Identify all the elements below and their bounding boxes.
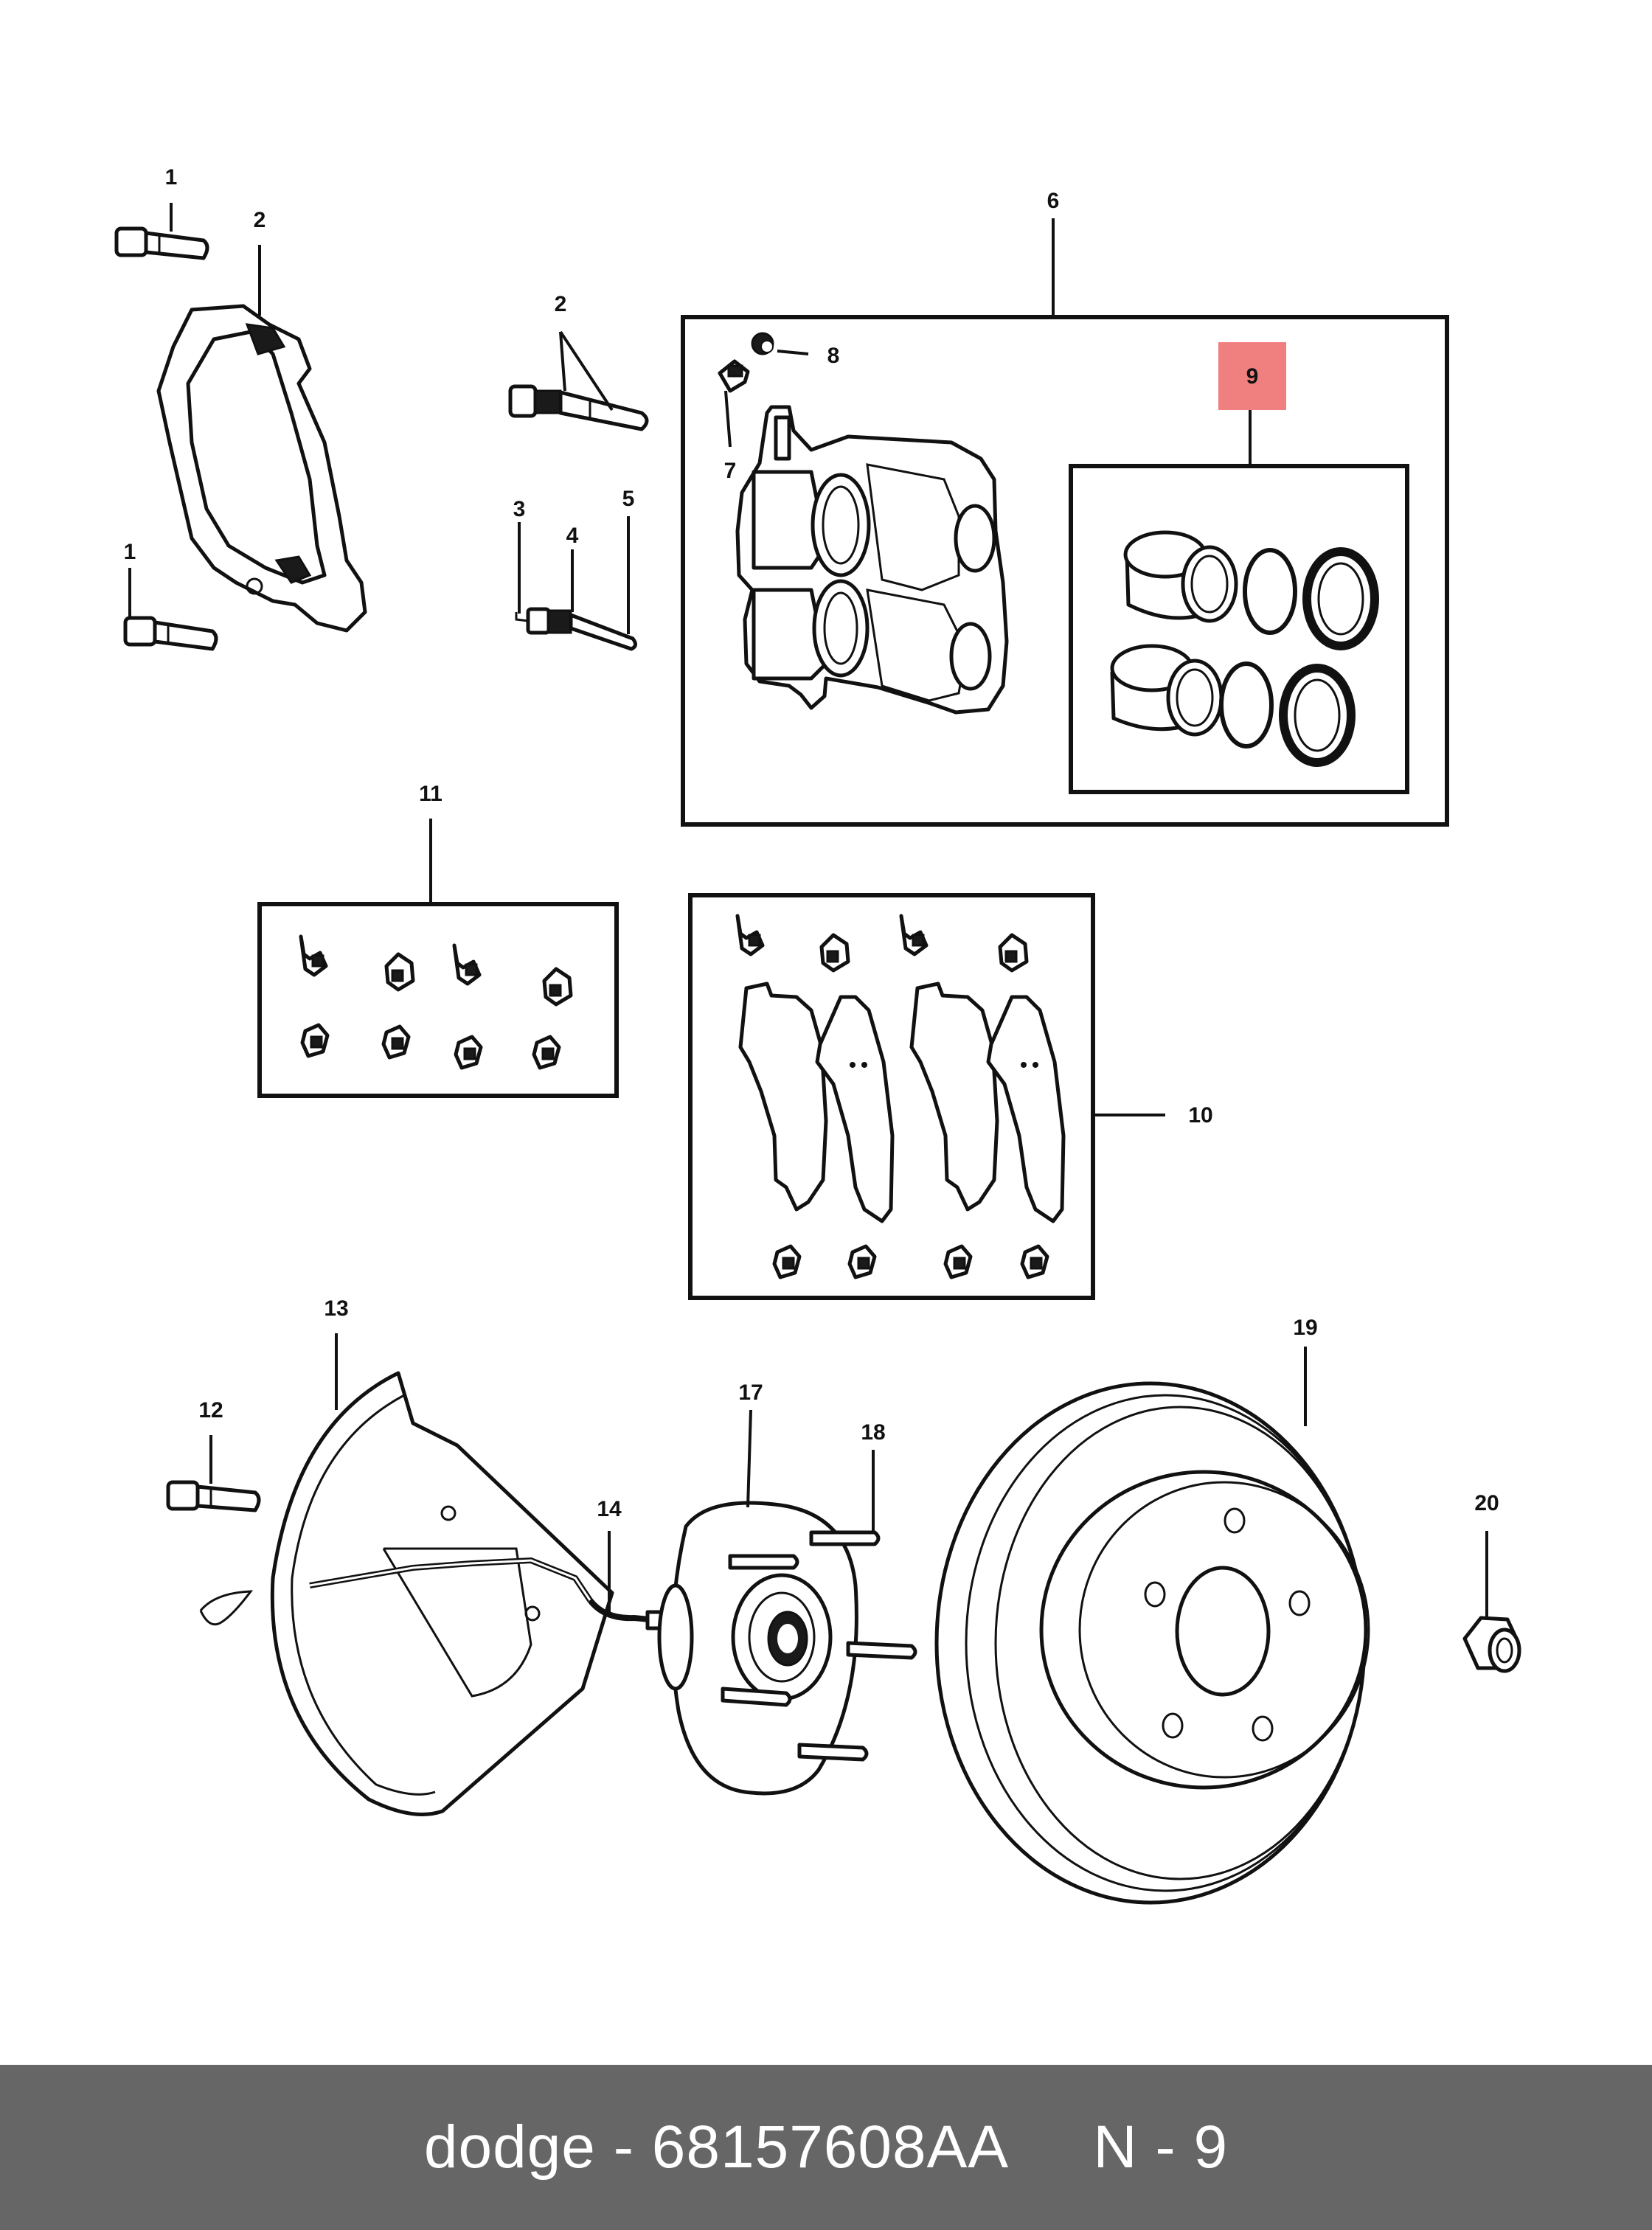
callout-11: 11	[419, 782, 442, 806]
callout-14: 14	[597, 1497, 622, 1521]
caliper-assembly-box	[681, 315, 1449, 827]
caliper-body[interactable]	[735, 405, 1009, 715]
bleeder-screw[interactable]	[718, 359, 750, 393]
leader-7	[724, 390, 732, 448]
callout-8: 8	[827, 344, 840, 368]
callout-18: 18	[861, 1420, 885, 1445]
brake-pad-set[interactable]	[735, 914, 1066, 1279]
leader-2b-a	[559, 331, 566, 392]
brake-rotor[interactable]	[934, 1381, 1370, 1905]
seal-kit-parts[interactable]	[1110, 530, 1379, 767]
callout-17: 17	[738, 1380, 763, 1405]
callout-1-upper: 1	[165, 165, 178, 190]
guide-pin-set[interactable]	[508, 384, 649, 431]
parts-3-4-5[interactable]	[515, 607, 637, 651]
callout-3: 3	[513, 497, 526, 521]
leader-2b-b	[559, 330, 614, 411]
callout-20: 20	[1474, 1491, 1499, 1515]
bolt-1-upper[interactable]	[114, 226, 209, 260]
pad-kit-box	[688, 893, 1095, 1300]
highlight-9	[1218, 342, 1286, 410]
bleeder-cap[interactable]	[751, 332, 774, 355]
callout-1-lower: 1	[124, 540, 136, 564]
bolt-1-lower[interactable]	[123, 616, 218, 651]
dust-shield[interactable]	[199, 1371, 614, 1816]
footer-label: dodge - 68157608AA N - 9	[423, 2113, 1229, 2181]
clip-kit-box	[257, 902, 619, 1098]
clip-set-11[interactable]	[299, 934, 573, 1070]
callout-12: 12	[198, 1398, 223, 1423]
callout-5: 5	[622, 487, 635, 511]
brake-parts-diagram: 1 2 1 2 3 4 5 6	[114, 165, 1521, 1905]
footer-bar: dodge - 68157608AA N - 9	[0, 2065, 1652, 2230]
callout-9: 9	[1246, 364, 1259, 389]
callout-2-pins: 2	[555, 292, 567, 316]
callout-4: 4	[566, 524, 579, 548]
callout-10: 10	[1188, 1103, 1212, 1128]
lug-nut[interactable]	[1462, 1616, 1521, 1673]
callout-19: 19	[1293, 1316, 1317, 1340]
seal-kit-box	[1069, 464, 1409, 794]
leader-8	[777, 350, 809, 355]
callout-13: 13	[324, 1296, 348, 1321]
callout-6: 6	[1047, 189, 1060, 213]
callout-7: 7	[724, 459, 737, 483]
callout-2-upper: 2	[254, 208, 266, 232]
wheel-hub[interactable]	[657, 1501, 917, 1796]
leader-17	[746, 1409, 752, 1508]
bolt-12[interactable]	[166, 1480, 261, 1512]
caliper-bracket[interactable]	[156, 304, 367, 633]
